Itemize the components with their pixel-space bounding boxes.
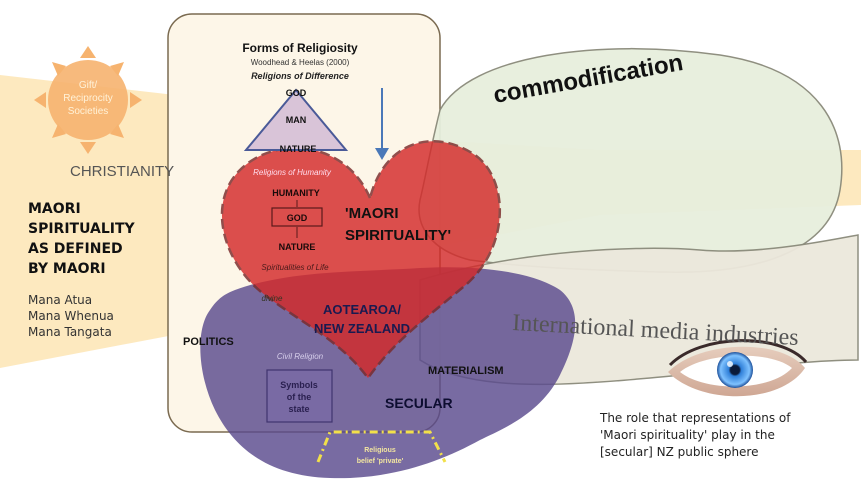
heart-label-1: 'MAORI (345, 205, 399, 222)
symbols-box (266, 369, 333, 423)
nature-label: NATURE (280, 144, 317, 154)
eye-icon (668, 339, 808, 397)
divine-label: divine (262, 294, 283, 303)
aotearoa-line-1: AOTEAROA/ (323, 302, 401, 317)
mana-item: Mana Whenua (28, 309, 114, 323)
maori-defined-line: BY MAORI (28, 261, 106, 277)
humanity-heading: Religions of Humanity (253, 168, 332, 177)
civil-label: Civil Religion (277, 352, 324, 361)
sun-text-1: Gift/ (79, 80, 98, 91)
mana-item: Mana Tangata (28, 325, 112, 339)
sun-icon (34, 46, 142, 154)
god-label: GOD (286, 88, 307, 98)
religions-of-difference-triangle (243, 88, 349, 151)
aotearoa-line-2: NEW ZEALAND (314, 321, 410, 336)
man-label: MAN (286, 115, 307, 125)
christianity-label: CHRISTIANITY (70, 163, 174, 180)
maori-defined-heading: MAORI SPIRITUALITY AS DEFINED BY MAORI (28, 199, 135, 279)
humanity-label: HUMANITY (272, 188, 320, 198)
maori-spirituality-heart (220, 140, 501, 381)
mana-list: Mana Atua Mana Whenua Mana Tangata (28, 292, 114, 340)
forms-citation: Woodhead & Heelas (2000) (251, 58, 350, 67)
maori-defined-line: SPIRITUALITY (28, 221, 135, 237)
mana-item: Mana Atua (28, 293, 93, 307)
maori-defined-line: AS DEFINED (28, 241, 123, 257)
secular-label: SECULAR (385, 395, 453, 411)
sun-text-3: Societies (68, 106, 109, 117)
religious-private-1: Religious (364, 447, 396, 454)
religious-private-2: belief 'private' (357, 458, 404, 465)
secular-blob (200, 267, 576, 479)
symbols-line-3: state (288, 404, 309, 414)
caption-line: The role that representations of (600, 411, 791, 425)
forms-title: Forms of Religiosity (242, 41, 358, 55)
materialism-label: MATERIALISM (428, 365, 504, 377)
symbols-line-1: Symbols (280, 380, 318, 390)
nature2-label: NATURE (279, 242, 316, 252)
heart-label-2: SPIRITUALITY' (345, 227, 451, 244)
religious-private-outline (316, 430, 447, 463)
maori-defined-line: MAORI (28, 201, 81, 217)
down-arrow-head (375, 148, 389, 160)
caption-line: [secular] NZ public sphere (600, 445, 759, 459)
god-box (271, 207, 323, 227)
difference-label: Religions of Difference (251, 71, 349, 81)
spirituality-life-label: Spiritualities of Life (261, 263, 329, 272)
sun-text-2: Reciprocity (63, 93, 112, 104)
caption: The role that representations of 'Maori … (600, 410, 850, 461)
caption-line: 'Maori spirituality' play in the (600, 428, 775, 442)
politics-label: POLITICS (183, 336, 234, 348)
symbols-line-2: of the (287, 392, 312, 402)
god2-label: GOD (287, 213, 308, 223)
